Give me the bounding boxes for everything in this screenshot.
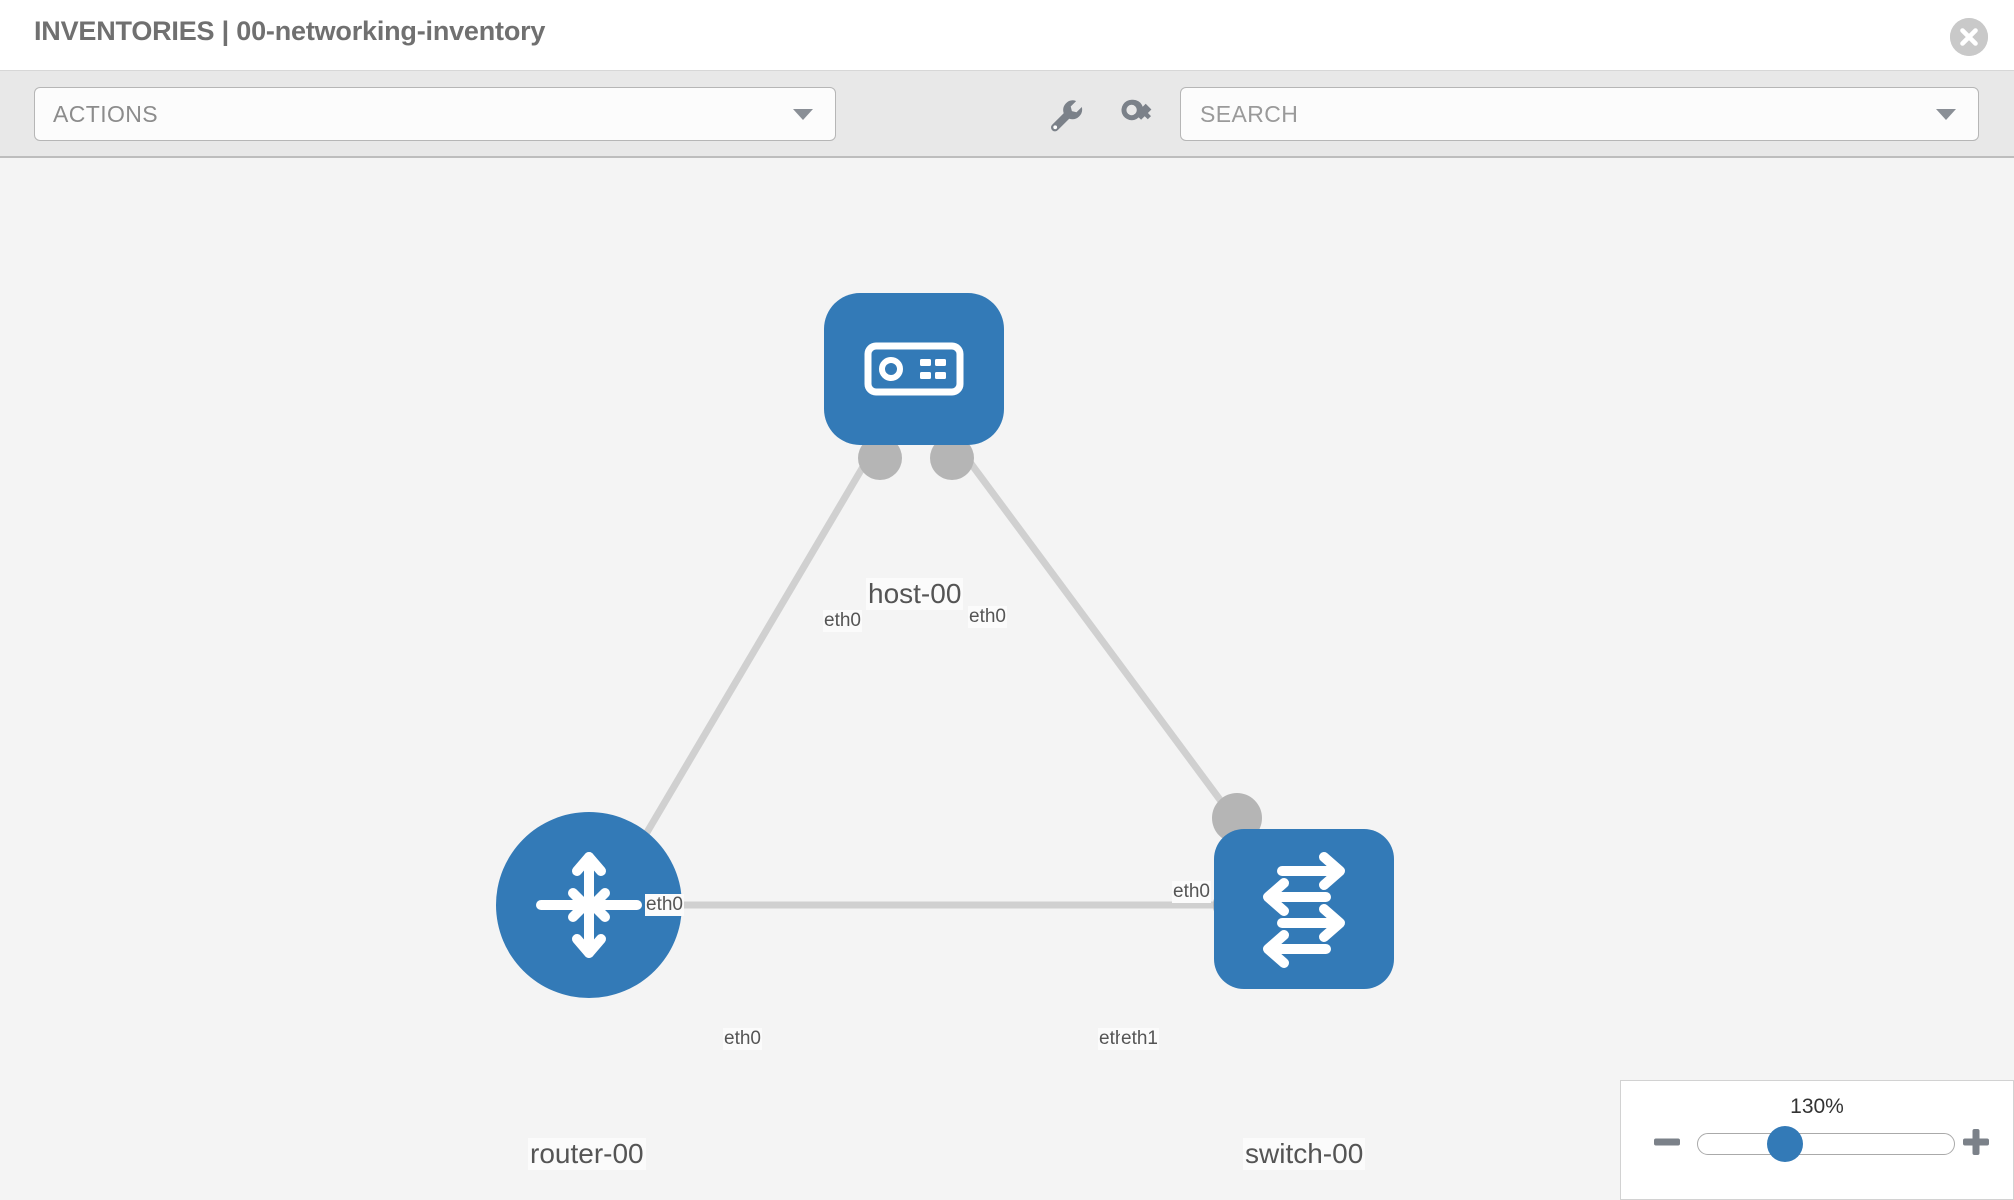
wrench-icon[interactable] bbox=[1043, 93, 1087, 137]
actions-dropdown[interactable]: ACTIONS bbox=[34, 87, 836, 141]
key-icon[interactable] bbox=[1114, 93, 1158, 137]
node-label-router-00: router-00 bbox=[528, 1138, 646, 1170]
minus-icon[interactable] bbox=[1652, 1127, 1682, 1157]
node-router-00 bbox=[496, 812, 682, 998]
toolbar: ACTIONS SEARCH bbox=[0, 71, 2014, 158]
node-host-00 bbox=[824, 293, 1004, 445]
zoom-slider-thumb[interactable] bbox=[1767, 1126, 1803, 1162]
search-placeholder: SEARCH bbox=[1200, 101, 1299, 127]
search-input[interactable]: SEARCH bbox=[1180, 87, 1979, 141]
link-host-switch bbox=[949, 435, 1275, 873]
edge-label-eth1: eth1 bbox=[1120, 1028, 1159, 1050]
actions-dropdown-label: ACTIONS bbox=[53, 101, 159, 127]
topology-links bbox=[616, 435, 1275, 909]
edge-label-eth0: eth0 bbox=[823, 610, 862, 632]
page-title: INVENTORIES | 00-networking-inventory bbox=[34, 16, 546, 46]
chevron-down-icon bbox=[793, 109, 813, 120]
zoom-control-panel: 130% bbox=[1620, 1080, 2014, 1200]
edge-label-eth0: eth0 bbox=[1172, 881, 1211, 903]
topology-graph bbox=[496, 293, 1394, 998]
connector-dot bbox=[858, 436, 902, 480]
close-icon[interactable] bbox=[1950, 18, 1988, 56]
zoom-slider-track[interactable] bbox=[1697, 1133, 1955, 1155]
zoom-level-value: 130% bbox=[1790, 1095, 1844, 1118]
node-label-switch-00: switch-00 bbox=[1243, 1138, 1366, 1170]
node-label-host-00: host-00 bbox=[866, 578, 964, 610]
chevron-down-icon bbox=[1936, 109, 1956, 120]
plus-icon[interactable] bbox=[1961, 1127, 1991, 1157]
page-header: INVENTORIES | 00-networking-inventory bbox=[0, 0, 2014, 71]
topology-canvas[interactable]: host-00 router-00 switch-00 eth0 eth0 et… bbox=[0, 158, 2014, 1200]
link-host-router bbox=[616, 436, 884, 880]
node-switch-00 bbox=[1214, 829, 1394, 989]
edge-label-eth: eth bbox=[1098, 1028, 1127, 1050]
edge-label-eth0: eth0 bbox=[645, 894, 684, 916]
edge-label-eth0: eth0 bbox=[723, 1028, 762, 1050]
topology-connectors bbox=[638, 436, 1262, 927]
edge-label-eth0: eth0 bbox=[968, 606, 1007, 628]
connector-dot bbox=[930, 436, 974, 480]
